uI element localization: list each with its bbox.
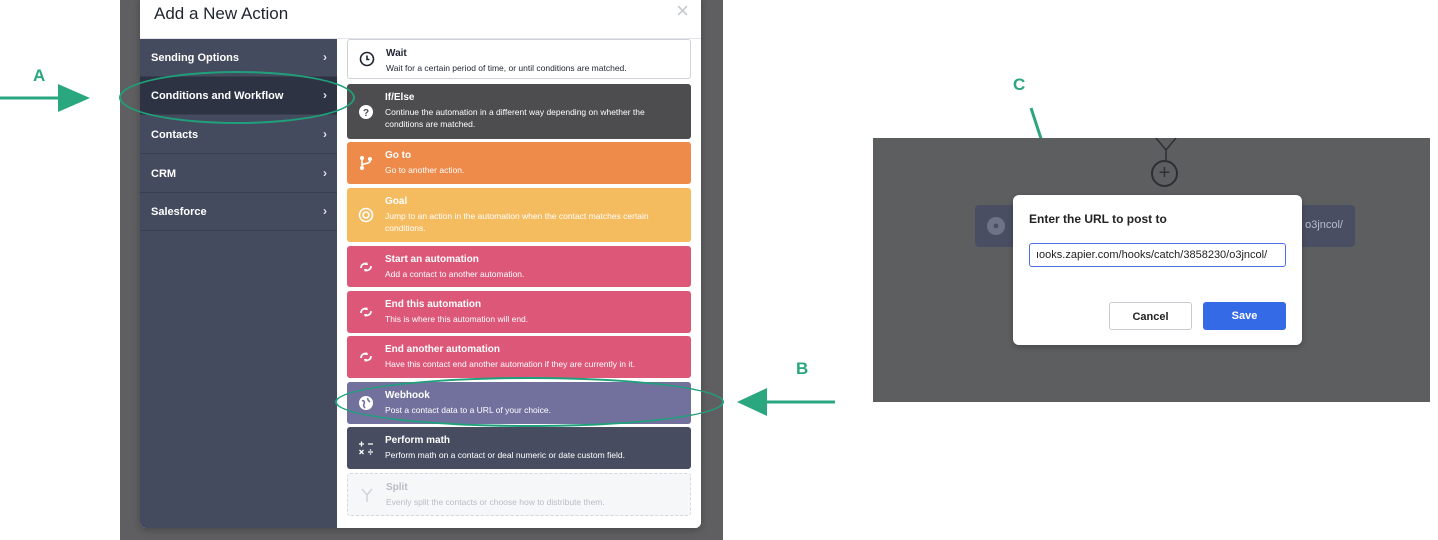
action-title: If/Else: [385, 92, 415, 103]
action-description: Wait for a certain period of time, or un…: [386, 63, 627, 73]
chevron-right-icon: ›: [323, 50, 327, 64]
action-title: Go to: [385, 150, 412, 161]
action-title: Start an automation: [385, 254, 479, 265]
sync-icon: [357, 303, 375, 321]
split-icon: [358, 486, 376, 504]
action-title: Wait: [386, 48, 407, 59]
action-description: This is where this automation will end.: [385, 314, 529, 324]
webhook-node-url: o3jncol/: [1305, 219, 1343, 231]
action-if-else[interactable]: ? If/Else Continue the automation in a d…: [347, 84, 691, 139]
modal-title: Add a New Action: [154, 4, 289, 23]
add-step-icon[interactable]: +: [1151, 160, 1178, 187]
action-title: Split: [386, 482, 408, 493]
action-title: Goal: [385, 196, 408, 207]
action-description: Jump to an action in the automation when…: [385, 211, 649, 233]
sidebar-item-label: Conditions and Workflow: [151, 90, 284, 102]
action-end-another-automation[interactable]: End another automation Have this contact…: [347, 336, 691, 378]
action-title: End this automation: [385, 299, 482, 310]
clock-icon: [358, 50, 376, 68]
question-icon: ?: [357, 103, 375, 121]
action-goal[interactable]: Goal Jump to an action in the automation…: [347, 188, 691, 242]
target-icon: [357, 206, 375, 224]
arrow-right-icon: [0, 84, 90, 112]
sidebar-item-sending-options[interactable]: Sending Options ›: [140, 39, 337, 77]
math-icon: [357, 439, 375, 457]
sidebar-item-contacts[interactable]: Contacts ›: [140, 116, 337, 154]
webhook-url-input[interactable]: [1029, 243, 1286, 267]
chevron-right-icon: ›: [323, 204, 327, 218]
action-title: Perform math: [385, 435, 451, 446]
sidebar-item-label: Salesforce: [151, 206, 207, 218]
chevron-right-icon: ›: [323, 166, 327, 180]
chevron-right-icon: ›: [323, 127, 327, 141]
chevron-right-icon: ›: [323, 88, 327, 102]
cancel-button[interactable]: Cancel: [1109, 302, 1192, 330]
action-title: Webhook: [385, 390, 430, 401]
arrow-left-icon: [737, 388, 835, 416]
globe-icon: [357, 394, 375, 412]
webhook-url-dialog: Enter the URL to post to Cancel Save: [1013, 195, 1302, 345]
branch-icon: [357, 154, 375, 172]
annotation-label-a: A: [33, 66, 46, 85]
dialog-title: Enter the URL to post to: [1029, 212, 1167, 226]
action-description: Have this contact end another automation…: [385, 359, 635, 369]
svg-text:?: ?: [363, 108, 369, 119]
action-description: Post a contact data to a URL of your cho…: [385, 405, 551, 415]
connector-icon: [1155, 138, 1177, 160]
annotation-label-c: C: [1013, 75, 1026, 94]
action-description: Go to another action.: [385, 165, 465, 175]
action-wait[interactable]: Wait Wait for a certain period of time, …: [347, 39, 691, 79]
action-description: Evenly split the contacts or choose how …: [386, 497, 605, 507]
add-action-modal: Add a New Action × Sending Options › Con…: [140, 0, 701, 528]
action-description: Continue the automation in a different w…: [385, 107, 645, 129]
action-perform-math[interactable]: Perform math Perform math on a contact o…: [347, 427, 691, 469]
sidebar-item-label: Contacts: [151, 129, 199, 141]
action-description: Perform math on a contact or deal numeri…: [385, 450, 626, 460]
sidebar-item-conditions-and-workflow[interactable]: Conditions and Workflow ›: [140, 77, 337, 115]
action-end-this-automation[interactable]: End this automation This is where this a…: [347, 291, 691, 333]
category-sidebar: Sending Options › Conditions and Workflo…: [140, 39, 337, 528]
sidebar-item-label: CRM: [151, 168, 177, 180]
modal-header: Add a New Action ×: [140, 0, 701, 39]
sync-icon: [357, 258, 375, 276]
action-title: End another automation: [385, 344, 500, 355]
sidebar-item-salesforce[interactable]: Salesforce ›: [140, 193, 337, 231]
action-split[interactable]: Split Evenly split the contacts or choos…: [347, 473, 691, 516]
action-description: Add a contact to another automation.: [385, 269, 525, 279]
annotation-label-b: B: [796, 359, 809, 378]
sync-icon: [357, 348, 375, 366]
action-list: Wait Wait for a certain period of time, …: [337, 39, 701, 528]
action-start-automation[interactable]: Start an automation Add a contact to ano…: [347, 246, 691, 287]
save-button[interactable]: Save: [1203, 302, 1286, 330]
action-go-to[interactable]: Go to Go to another action.: [347, 142, 691, 184]
globe-icon: ●: [987, 217, 1005, 235]
sidebar-item-label: Sending Options: [151, 52, 239, 64]
action-webhook[interactable]: Webhook Post a contact data to a URL of …: [347, 382, 691, 424]
close-icon[interactable]: ×: [676, 0, 689, 23]
sidebar-item-crm[interactable]: CRM ›: [140, 155, 337, 193]
